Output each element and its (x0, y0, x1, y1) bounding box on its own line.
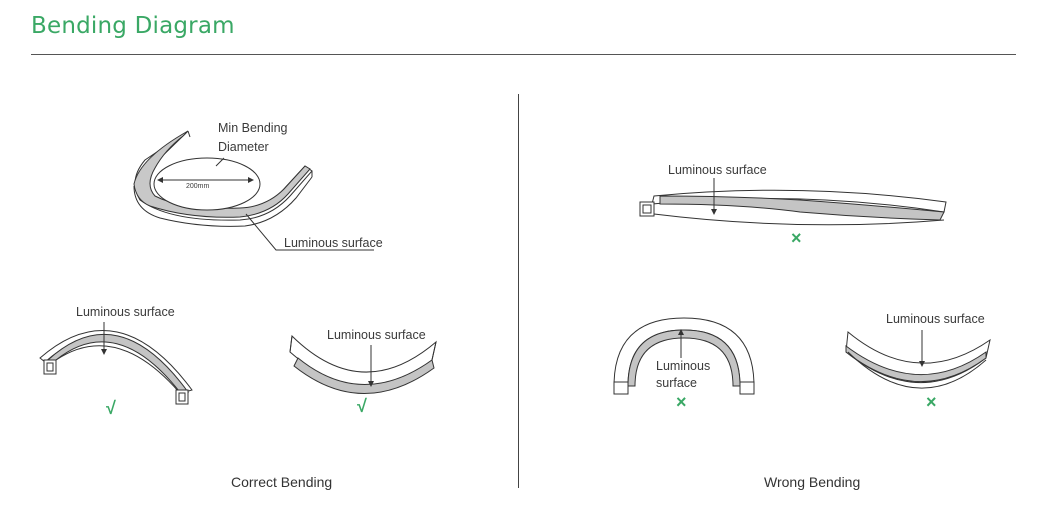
min-bending-label-line2: Diameter (218, 140, 269, 154)
wrong-arch-illustration (613, 317, 755, 395)
correct-arch-luminous-label: Luminous surface (76, 305, 175, 319)
section-divider (518, 94, 519, 488)
wrong-arch-luminous-label-line1: Luminous (656, 359, 711, 373)
u-bend-strip-illustration (133, 130, 374, 251)
wrong-cross-mark-1: × (791, 228, 802, 248)
wrong-bending-caption: Wrong Bending (764, 474, 861, 490)
title-underline (31, 54, 1016, 55)
wrong-cross-mark-3: × (926, 392, 937, 412)
correct-bending-caption: Correct Bending (231, 474, 333, 490)
wrong-bowl-luminous-label: Luminous surface (886, 312, 985, 326)
u-bend-luminous-label: Luminous surface (284, 236, 383, 250)
wrong-cross-mark-2: × (676, 392, 687, 412)
correct-arch-illustration (39, 322, 193, 405)
correct-check-mark-2: √ (357, 396, 367, 416)
twisted-luminous-label: Luminous surface (668, 163, 767, 177)
diameter-value-label: 200mm (186, 183, 210, 190)
wrong-bowl-illustration (845, 330, 991, 389)
twisted-strip-illustration (639, 178, 947, 226)
wrong-arch-luminous-label-line2: surface (656, 376, 697, 390)
correct-bowl-luminous-label: Luminous surface (327, 328, 426, 342)
page-title: Bending Diagram (31, 13, 235, 39)
correct-bowl-illustration (289, 334, 437, 394)
min-bending-label-line1: Min Bending (218, 121, 288, 135)
correct-check-mark-1: √ (106, 398, 116, 418)
